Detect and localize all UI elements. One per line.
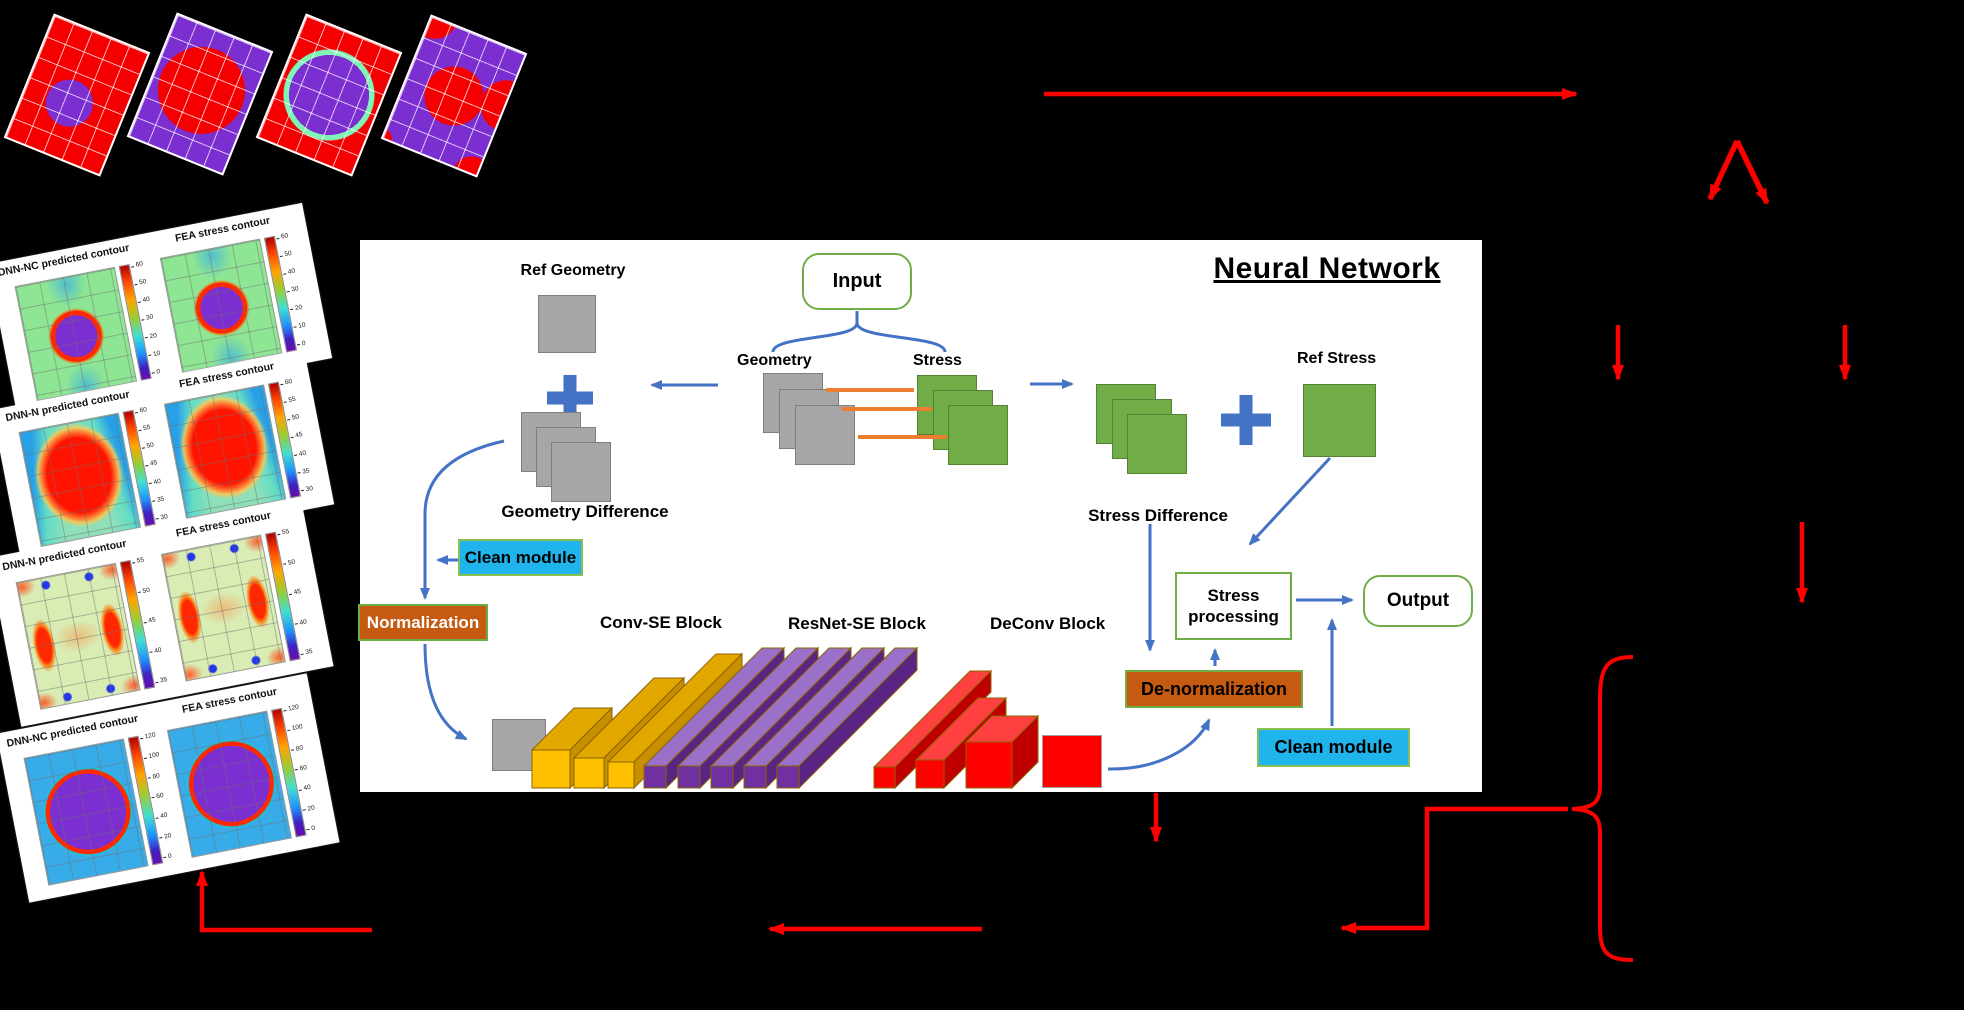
contour-plot bbox=[14, 266, 138, 402]
stress-diff-stack-front bbox=[1127, 414, 1187, 474]
colorbar-tick: 120 bbox=[139, 731, 166, 742]
geometry-difference-label: Geometry Difference bbox=[501, 502, 669, 521]
resnet-se-block-label: ResNet-SE Block bbox=[788, 614, 926, 633]
colorbar-tick: 0 bbox=[296, 338, 324, 349]
colorbar-tick: 60 bbox=[280, 376, 307, 387]
geometry-label: Geometry bbox=[737, 352, 812, 369]
ref-stress-square bbox=[1303, 384, 1376, 457]
colorbar-tick: 60 bbox=[134, 405, 161, 416]
colorbar-tick: 55 bbox=[277, 526, 304, 537]
colorbar-tick: 35 bbox=[155, 674, 182, 685]
colorbar-tick: 80 bbox=[147, 770, 174, 781]
stress-label: Stress bbox=[913, 352, 962, 369]
colorbar-tick: 40 bbox=[155, 810, 182, 821]
arrow-brace-to-left bbox=[1340, 806, 1568, 934]
microstructure-tile-3 bbox=[255, 13, 403, 177]
colorbar-tick: 40 bbox=[294, 616, 321, 627]
conv-se-block-label: Conv-SE Block bbox=[600, 613, 722, 632]
colorbar-tick: 50 bbox=[134, 277, 161, 288]
colorbar-tick: 40 bbox=[294, 448, 321, 459]
colorbar-tick: 80 bbox=[291, 743, 318, 754]
geometry-diff-stack-front bbox=[551, 442, 611, 502]
colorbar-tick: 40 bbox=[149, 645, 176, 656]
colorbar-tick: 30 bbox=[300, 483, 327, 494]
colorbar-tick: 10 bbox=[293, 320, 320, 331]
ref-stress-label: Ref Stress bbox=[1297, 350, 1377, 367]
contour-plot bbox=[160, 534, 286, 682]
panel-title: Neural Network bbox=[1213, 252, 1441, 285]
arrow-v-left bbox=[1707, 139, 1740, 201]
tile-grid bbox=[6, 16, 148, 174]
network-output-square bbox=[1042, 735, 1102, 788]
colorbar-tick: 10 bbox=[148, 348, 175, 359]
colorbar-tick: 0 bbox=[306, 822, 333, 833]
colorbar-tick: 35 bbox=[152, 494, 179, 505]
colorbar-tick: 55 bbox=[283, 394, 310, 405]
colorbar-tick: 20 bbox=[290, 302, 317, 313]
clean-module-left-box: Clean module bbox=[458, 539, 583, 576]
stress-stack-front bbox=[948, 405, 1008, 465]
contour-plot bbox=[18, 412, 142, 547]
colorbar-tick: 60 bbox=[130, 259, 157, 270]
colorbar-tick: 30 bbox=[286, 284, 313, 295]
microstructure-tile-4 bbox=[380, 14, 528, 178]
colorbar-tick: 20 bbox=[159, 830, 186, 841]
deconv-block-label: DeConv Block bbox=[990, 614, 1106, 633]
colorbar-tick: 50 bbox=[137, 585, 164, 596]
de-normalization-box: De-normalization bbox=[1125, 670, 1303, 708]
curly-brace bbox=[1571, 655, 1634, 962]
contour-plot bbox=[23, 738, 149, 886]
tile-grid bbox=[129, 15, 271, 173]
colorbar-tick: 45 bbox=[290, 430, 317, 441]
normalization-box: Normalization bbox=[358, 604, 488, 641]
colorbar-tick: 45 bbox=[288, 586, 315, 597]
geometry-stack-front bbox=[795, 405, 855, 465]
colorbar-tick: 50 bbox=[279, 248, 306, 259]
colorbar-tick: 60 bbox=[151, 790, 178, 801]
ref-geometry-square bbox=[538, 295, 596, 353]
colorbar-tick: 120 bbox=[283, 703, 310, 714]
tile-grid bbox=[258, 16, 400, 174]
microstructure-tile-1 bbox=[3, 13, 151, 177]
plus-sign bbox=[1221, 395, 1271, 445]
stress-processing-box: Stress processing bbox=[1175, 572, 1292, 640]
stress-difference-label: Stress Difference bbox=[1088, 506, 1228, 525]
clean-module-right-box: Clean module bbox=[1257, 728, 1410, 767]
colorbar-tick: 45 bbox=[143, 615, 170, 626]
colorbar-tick: 100 bbox=[143, 750, 170, 761]
colorbar-tick: 60 bbox=[294, 763, 321, 774]
colorbar-tick: 50 bbox=[287, 412, 314, 423]
colorbar-tick: 50 bbox=[141, 440, 168, 451]
network-input-square bbox=[492, 719, 546, 771]
colorbar-tick: 60 bbox=[276, 231, 303, 242]
microstructure-tile-2 bbox=[126, 12, 274, 176]
contour-plot bbox=[163, 384, 287, 519]
contour-plot bbox=[159, 238, 283, 373]
colorbar-tick: 40 bbox=[137, 294, 164, 305]
contour-plot bbox=[15, 562, 141, 710]
arrow-v-right bbox=[1734, 139, 1770, 205]
colorbar-tick: 40 bbox=[148, 476, 175, 487]
colorbar-tick: 35 bbox=[297, 465, 324, 476]
colorbar-tick: 55 bbox=[131, 555, 158, 566]
output-node: Output bbox=[1363, 575, 1473, 627]
colorbar-tick: 55 bbox=[138, 422, 165, 433]
colorbar-tick: 20 bbox=[144, 330, 171, 341]
colorbar-tick: 35 bbox=[300, 646, 327, 657]
colorbar-tick: 0 bbox=[163, 850, 190, 861]
colorbar-tick: 100 bbox=[287, 723, 314, 734]
colorbar-tick: 20 bbox=[302, 802, 329, 813]
contour-plot bbox=[166, 710, 292, 858]
colorbar-tick: 50 bbox=[283, 556, 310, 567]
input-node: Input bbox=[802, 253, 912, 310]
tile-grid bbox=[383, 17, 525, 175]
arrow-to-results bbox=[196, 870, 372, 933]
colorbar-tick: 40 bbox=[283, 266, 310, 277]
ref-geometry-label: Ref Geometry bbox=[520, 262, 626, 279]
colorbar-tick: 45 bbox=[145, 458, 172, 469]
colorbar-tick: 30 bbox=[141, 312, 168, 323]
colorbar-tick: 40 bbox=[298, 782, 325, 793]
